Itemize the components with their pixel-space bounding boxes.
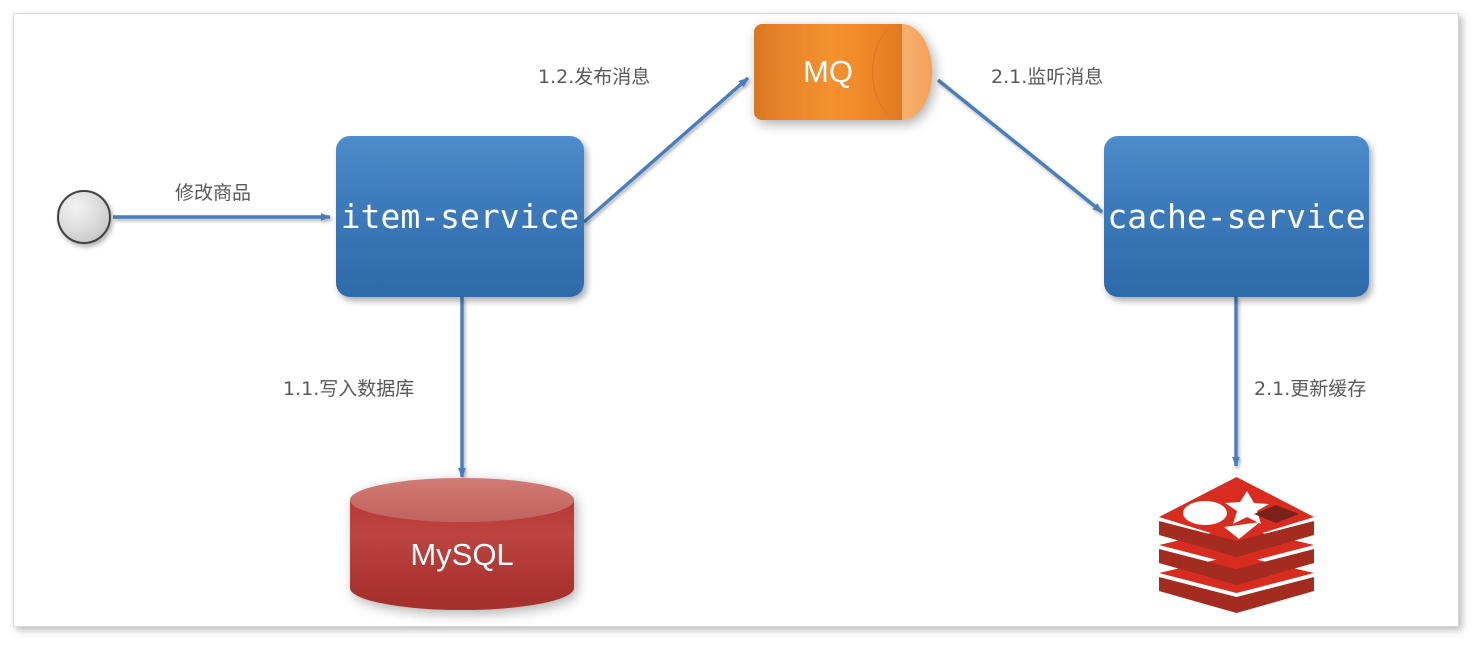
- node-cache-service-label: cache-service: [1107, 197, 1366, 236]
- node-item-service-label: item-service: [340, 197, 580, 236]
- node-mq-label: MQ: [803, 54, 853, 89]
- edge-label-modify-item: 修改商品: [175, 182, 252, 204]
- node-item-service[interactable]: item-service: [336, 136, 584, 297]
- node-mq[interactable]: MQ: [754, 24, 932, 120]
- redis-logo-icon[interactable]: [1155, 473, 1318, 613]
- edge-label-publish-message: 1.2.发布消息: [538, 66, 651, 88]
- edge-label-listen-message: 2.1.监听消息: [991, 66, 1104, 88]
- edge-label-update-cache: 2.1.更新缓存: [1254, 378, 1367, 400]
- mysql-cylinder-top: [350, 478, 574, 522]
- mq-cylinder-seam: [872, 24, 932, 120]
- start-circle-node[interactable]: [57, 190, 111, 244]
- node-cache-service[interactable]: cache-service: [1104, 136, 1369, 297]
- node-mysql-label: MySQL: [410, 537, 514, 572]
- edge-label-write-database: 1.1.写入数据库: [283, 378, 415, 400]
- node-mysql[interactable]: MySQL: [350, 478, 574, 610]
